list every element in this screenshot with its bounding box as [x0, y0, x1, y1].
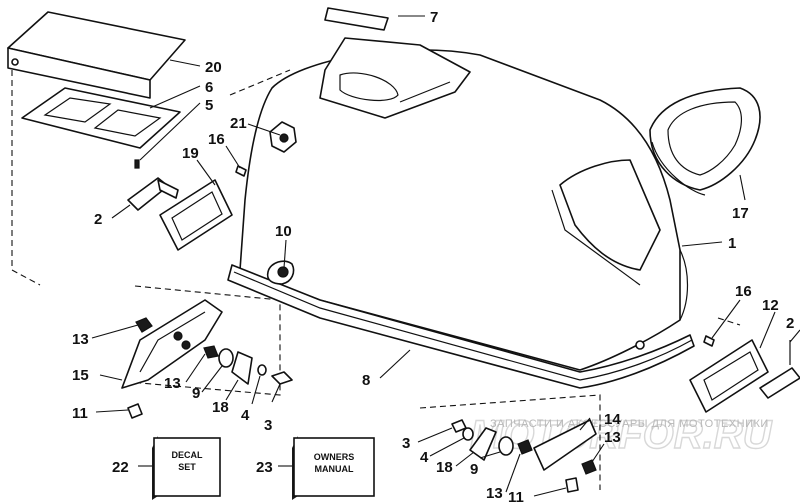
- callout-7: 7: [430, 9, 438, 26]
- latch-bracket-part-15: [121, 299, 223, 389]
- callout-22: 22: [112, 459, 129, 476]
- trim-part-7: [324, 7, 389, 31]
- callout-2-left: 2: [94, 211, 102, 228]
- guide-line-bracket-right: [419, 394, 601, 490]
- washer-part-4-left: [257, 364, 267, 376]
- callout-16-left: 16: [208, 131, 225, 148]
- callout-18-right: 18: [436, 459, 453, 476]
- callout-6: 6: [205, 79, 213, 96]
- nut-part-13-c: [517, 439, 533, 455]
- nut-part-13-b: [203, 345, 219, 359]
- callout-18-left: 18: [212, 399, 229, 416]
- guide-line-top: [229, 69, 291, 96]
- decal-set-part-22: DECAL SET: [152, 436, 221, 500]
- callout-13-c: 13: [486, 485, 503, 502]
- callout-23: 23: [256, 459, 273, 476]
- nut-part-13-a: [135, 317, 153, 333]
- callout-16-right: 16: [735, 283, 752, 300]
- stud-part-11-right: [565, 477, 579, 493]
- callout-19: 19: [182, 145, 199, 162]
- decal-set-line-1: DECAL: [172, 450, 204, 460]
- callout-8: 8: [362, 372, 370, 389]
- grommet-part-10: [266, 260, 295, 285]
- callout-9-right: 9: [470, 461, 478, 478]
- latch-handle-part-2-right: [759, 340, 800, 399]
- callout-12: 12: [762, 297, 779, 314]
- screw-part-16-right: [703, 335, 715, 347]
- seal-plate-part-12: [689, 339, 769, 413]
- callout-13-a: 13: [72, 331, 89, 348]
- plate-part-18-right: [469, 427, 497, 461]
- latch-part-14: [533, 419, 597, 471]
- leader-lines: [91, 15, 800, 497]
- guide-line-right: [717, 317, 741, 326]
- callout-5: 5: [205, 97, 213, 114]
- callout-13-d: 13: [604, 429, 621, 446]
- callout-3-left: 3: [264, 417, 272, 434]
- plate-part-18-left: [231, 351, 253, 385]
- window-seal-part-17: [649, 87, 761, 196]
- callout-20: 20: [205, 59, 222, 76]
- guide-line-bracket: [127, 285, 281, 396]
- callout-15: 15: [72, 367, 89, 384]
- engine-cover-part-1: [227, 37, 695, 389]
- guide-line-left: [11, 70, 41, 286]
- callout-11-left: 11: [72, 405, 88, 422]
- knob-part-21: [269, 121, 297, 153]
- callout-14: 14: [604, 411, 621, 428]
- seal-plate-part-19: [159, 179, 233, 251]
- hood-part-20: [7, 11, 186, 99]
- watermark-caption: ЗАПЧАСТИ И АКСЕССУАРЫ ДЛЯ МОТОТЕХНИКИ: [490, 418, 769, 430]
- callout-3-right: 3: [402, 435, 410, 452]
- callout-1: 1: [728, 235, 736, 252]
- callout-4-right: 4: [420, 449, 429, 466]
- latch-handle-part-2-left: [127, 177, 179, 211]
- washer-part-9-left: [218, 348, 234, 368]
- owners-manual-line-2: MANUAL: [315, 464, 354, 474]
- screw-part-16-left: [235, 165, 247, 177]
- stud-part-11-left: [127, 403, 143, 419]
- gasket-part-6: [21, 87, 181, 149]
- decal-set-line-2: SET: [178, 462, 196, 472]
- bolt-part-3-left: [271, 371, 293, 385]
- nut-part-13-d: [581, 459, 597, 475]
- callout-4-left: 4: [241, 407, 250, 424]
- owners-manual-line-1: OWNERS: [314, 452, 355, 462]
- owners-manual-part-23: OWNERS MANUAL: [292, 436, 375, 500]
- screw-part-5: [134, 159, 140, 169]
- callout-11-right: 11: [508, 489, 524, 504]
- callout-2-right: 2: [786, 315, 794, 332]
- callout-17: 17: [732, 205, 749, 222]
- callout-numbers: 7 20 6 5 21 16 19 2 10 17 1 16 12 2 8 13…: [72, 9, 794, 504]
- callout-9-left: 9: [192, 385, 200, 402]
- callout-10: 10: [275, 223, 292, 240]
- washer-part-9-right: [498, 436, 514, 456]
- washer-part-4-right: [462, 427, 474, 441]
- callout-21: 21: [230, 115, 247, 132]
- callout-13-b: 13: [164, 375, 181, 392]
